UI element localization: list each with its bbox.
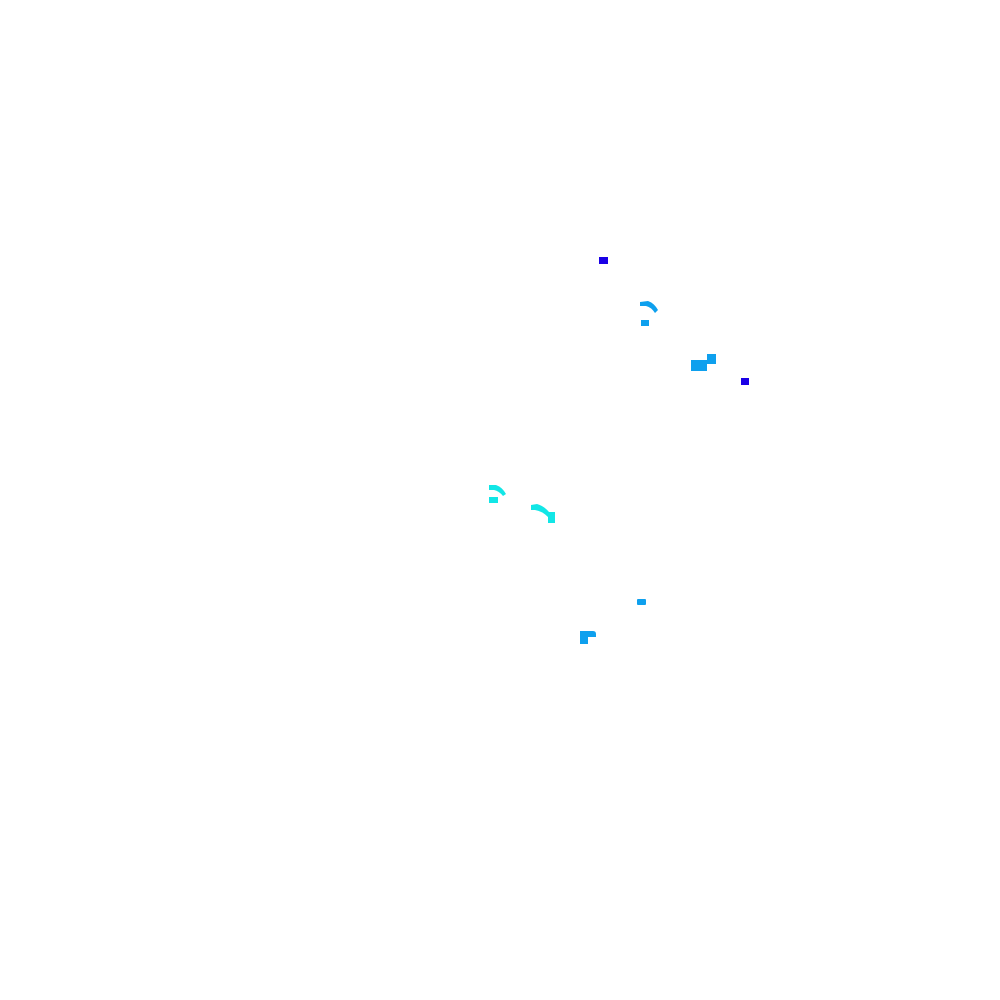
sky-blue-step-block [691,354,716,371]
dark-blue-square-fragment-2 [741,378,749,385]
dark-blue-square-fragment [599,257,608,264]
cyan-curve-block [531,504,555,523]
cyan-hook-fragment [489,485,506,503]
sky-blue-hook-fragment [640,301,658,326]
sky-blue-corner-fragment [580,631,596,644]
sky-blue-dash [637,599,646,605]
